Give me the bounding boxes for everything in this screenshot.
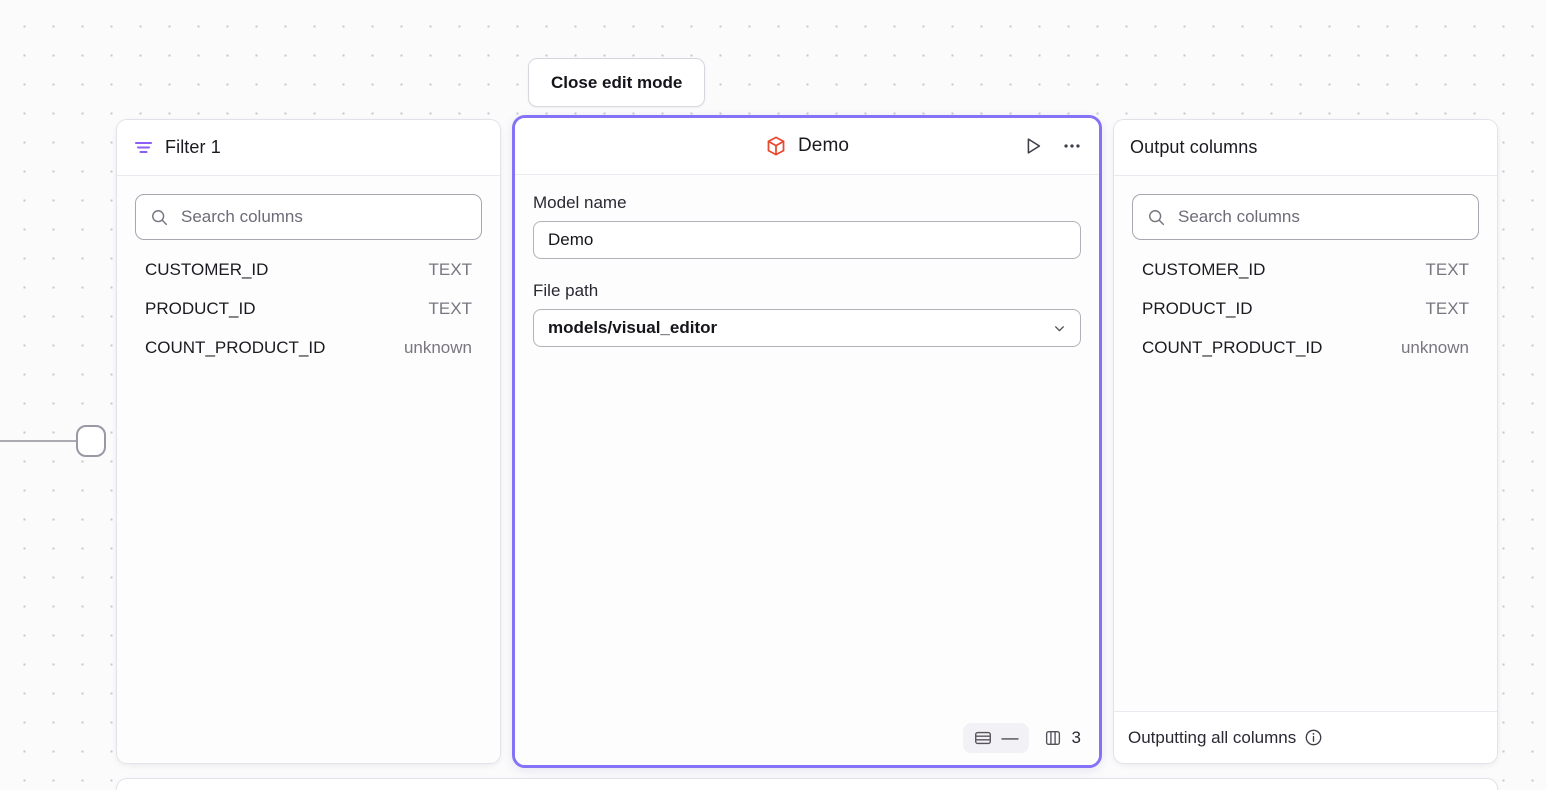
output-node-header: Output columns [1114,120,1497,176]
edge-handle[interactable] [76,425,106,457]
connection-edge [0,425,120,459]
edge-line [0,440,80,442]
filter-node-body: Search columns CUSTOMER_ID TEXT PRODUCT_… [117,176,500,763]
table-row[interactable]: CUSTOMER_ID TEXT [135,260,482,299]
column-name: COUNT_PRODUCT_ID [1142,338,1323,357]
demo-node-stats: — 3 [962,723,1085,753]
info-icon[interactable] [1304,728,1323,747]
demo-node-header: Demo [515,118,1099,175]
column-type: TEXT [1425,260,1469,279]
columns-icon [1043,728,1063,748]
filter-search-input[interactable]: Search columns [135,194,482,240]
cube-icon [765,135,787,157]
table-row[interactable]: PRODUCT_ID TEXT [1132,299,1479,338]
table-row[interactable]: CUSTOMER_ID TEXT [1132,260,1479,299]
table-row[interactable]: PRODUCT_ID TEXT [135,299,482,338]
output-node-title: Output columns [1130,137,1258,157]
next-node-partial[interactable] [116,778,1498,790]
column-type: TEXT [1425,299,1469,318]
demo-model-node[interactable]: Demo Model name Demo File path models/ [512,115,1102,768]
filter-column-list: CUSTOMER_ID TEXT PRODUCT_ID TEXT COUNT_P… [135,260,482,377]
filter-node[interactable]: Filter 1 Search columns CUSTOMER_ID TEXT… [116,119,501,764]
column-name: PRODUCT_ID [145,299,256,318]
output-columns-node[interactable]: Output columns Search columns CUSTOMER_I… [1113,119,1498,764]
column-name: CUSTOMER_ID [145,260,269,279]
demo-node-title: Demo [797,135,850,156]
output-search-input[interactable]: Search columns [1132,194,1479,240]
model-name-field[interactable]: Demo [533,221,1081,259]
filter-node-title: Filter 1 [165,137,221,157]
row-count-stat[interactable]: — [962,723,1029,753]
play-icon[interactable] [1020,133,1046,159]
file-path-select[interactable]: models/visual_editor [533,309,1081,347]
filter-search-placeholder: Search columns [181,207,303,226]
demo-node-body: Model name Demo File path models/visual_… [515,175,1099,765]
output-node-footer: Outputting all columns [1114,711,1497,763]
table-row[interactable]: COUNT_PRODUCT_ID unknown [1132,338,1479,377]
column-count-stat[interactable]: 3 [1039,723,1085,753]
model-name-value: Demo [548,230,594,249]
close-edit-mode-button[interactable]: Close edit mode [528,58,706,107]
column-type: TEXT [428,260,472,279]
table-row[interactable]: COUNT_PRODUCT_ID unknown [135,338,482,377]
column-name: COUNT_PRODUCT_ID [145,338,326,357]
outputting-all-columns-label: Outputting all columns [1128,727,1297,747]
search-icon [150,208,169,227]
rows-icon [973,728,993,748]
filter-icon [133,137,154,158]
search-icon [1147,208,1166,227]
filter-node-header: Filter 1 [117,120,500,176]
file-path-value: models/visual_editor [548,318,718,337]
file-path-label: File path [533,281,599,300]
column-name: PRODUCT_ID [1142,299,1253,318]
column-type: unknown [403,338,472,357]
model-name-label: Model name [533,193,627,212]
column-type: TEXT [428,299,472,318]
output-node-body: Search columns CUSTOMER_ID TEXT PRODUCT_… [1114,176,1497,711]
chevron-down-icon [1051,320,1068,337]
column-type: unknown [1400,338,1469,357]
column-name: CUSTOMER_ID [1142,260,1266,279]
output-column-list: CUSTOMER_ID TEXT PRODUCT_ID TEXT COUNT_P… [1132,260,1479,377]
output-search-placeholder: Search columns [1178,207,1300,226]
demo-node-actions [1020,133,1085,159]
column-count-value: 3 [1071,728,1081,747]
row-count-value: — [1001,728,1019,747]
ellipsis-icon[interactable] [1059,133,1085,159]
